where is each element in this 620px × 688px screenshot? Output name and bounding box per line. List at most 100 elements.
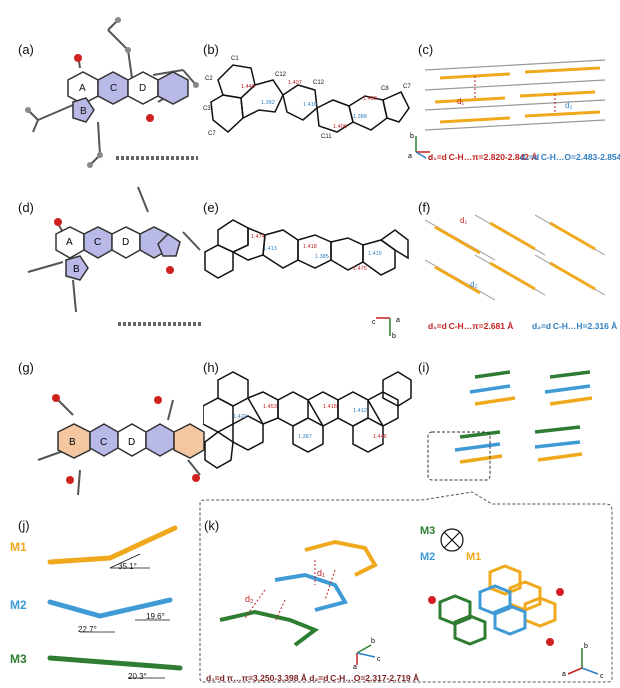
svg-text:1.475: 1.475 xyxy=(353,266,367,272)
svg-text:d₁: d₁ xyxy=(317,568,325,578)
svg-text:1.412: 1.412 xyxy=(353,408,367,414)
svg-text:d₁: d₁ xyxy=(460,216,467,225)
caption-f-d2: d₂=d C-H…H=2.316 Å xyxy=(532,321,618,331)
svg-text:C: C xyxy=(94,237,101,248)
interaction-d2-c: d₂ xyxy=(565,101,573,110)
svg-text:1.453: 1.453 xyxy=(263,404,277,410)
svg-text:b: b xyxy=(371,638,375,645)
svg-text:1.413: 1.413 xyxy=(263,246,277,252)
angle-m3: 20.3° xyxy=(128,672,147,681)
svg-text:1.420: 1.420 xyxy=(233,414,247,420)
svg-text:1.410: 1.410 xyxy=(303,102,317,108)
svg-text:1.418: 1.418 xyxy=(303,244,317,250)
panel-label-j: (j) xyxy=(18,518,30,533)
svg-text:b: b xyxy=(584,643,588,650)
svg-text:C7: C7 xyxy=(403,84,411,90)
bond-length-diagram-b: 1.440 1.407 1.400 1.430 1.392 1.410 1.388 C1C… xyxy=(203,56,411,140)
angle-m2-left: 22.7° xyxy=(78,625,97,634)
svg-text:1.474: 1.474 xyxy=(251,234,265,240)
molecule-structure-g: B C D xyxy=(37,394,205,496)
panel-label-c: (c) xyxy=(418,42,434,57)
svg-text:C12: C12 xyxy=(275,72,287,78)
svg-text:C: C xyxy=(100,437,107,448)
svg-text:D: D xyxy=(128,437,135,448)
svg-text:1.385: 1.385 xyxy=(315,254,329,260)
svg-text:B: B xyxy=(73,264,80,275)
svg-text:1.400: 1.400 xyxy=(333,124,347,130)
caption-f-d1: d₁=d C-H…π=2.681 Å xyxy=(428,321,514,331)
panel-label-a: (a) xyxy=(18,42,34,57)
svg-text:1.388: 1.388 xyxy=(353,114,367,120)
caption-c-d1: d₁=d C-H…π=2.820-2.842 Å xyxy=(428,152,538,162)
svg-text:1.418: 1.418 xyxy=(323,404,337,410)
svg-text:b: b xyxy=(392,333,396,340)
svg-text:1.387: 1.387 xyxy=(298,434,312,440)
panel-label-b: (b) xyxy=(203,42,219,57)
caption-c-d2: d₂=d C-H…O=2.483-2.854 Å xyxy=(520,152,620,162)
svg-text:C2: C2 xyxy=(205,76,213,82)
molecule-label-m2: M2 xyxy=(10,598,27,612)
angle-m2-right: 19.6° xyxy=(146,612,165,621)
ring-label-c: C xyxy=(110,83,117,94)
svg-text:M2: M2 xyxy=(420,551,435,563)
svg-text:a: a xyxy=(396,317,400,324)
svg-text:c: c xyxy=(377,656,381,663)
svg-text:1.446: 1.446 xyxy=(373,434,387,440)
svg-text:c: c xyxy=(600,673,604,680)
molecule-conformations-j xyxy=(47,525,183,679)
svg-text:1.440: 1.440 xyxy=(241,84,255,90)
svg-text:1.415: 1.415 xyxy=(368,251,382,257)
svg-text:C1: C1 xyxy=(231,56,239,62)
svg-text:C7: C7 xyxy=(208,131,216,137)
ring-label-a: A xyxy=(79,83,86,94)
svg-text:C11: C11 xyxy=(321,134,332,140)
svg-text:M3: M3 xyxy=(420,525,435,537)
panel-label-e: (e) xyxy=(203,200,219,215)
molecule-label-m3: M3 xyxy=(10,652,27,666)
molecule-label-m1: M1 xyxy=(10,540,27,554)
panel-label-d: (d) xyxy=(18,200,34,215)
svg-text:B: B xyxy=(69,437,76,448)
svg-text:1.430: 1.430 xyxy=(363,96,377,102)
axis-indicator-c: b a c xyxy=(408,133,432,160)
legend-m-symbol: M3 M2 M1 xyxy=(420,525,481,563)
inset-frame-k xyxy=(199,491,613,683)
svg-text:c: c xyxy=(372,319,376,326)
panel-label-h: (h) xyxy=(203,360,219,375)
svg-text:D: D xyxy=(122,237,129,248)
stacking-view-k-left: d₂ d₁ xyxy=(219,539,378,647)
svg-text:C8: C8 xyxy=(381,86,389,92)
svg-text:a: a xyxy=(353,664,357,669)
crystal-packing-c: d₁ d₂ xyxy=(424,59,606,131)
caption-k: d₁=d π…π=3.250-3.398 Å d₂=d C-H…O=2.317-… xyxy=(206,673,420,683)
svg-text:A: A xyxy=(66,237,73,248)
ring-b xyxy=(72,97,95,123)
svg-text:1.407: 1.407 xyxy=(288,80,302,86)
svg-text:b: b xyxy=(410,133,414,140)
interaction-d1-c: d₁ xyxy=(457,97,464,106)
svg-text:a: a xyxy=(408,153,412,160)
svg-text:C12: C12 xyxy=(313,80,325,86)
ring-label-d: D xyxy=(139,83,146,94)
axis-indicator-f: c b a xyxy=(372,317,400,340)
axis-indicator-k-right: b a c xyxy=(562,643,604,680)
panel-label-k: (k) xyxy=(204,518,220,533)
svg-text:1.392: 1.392 xyxy=(261,100,275,106)
molecule-structure-d: A B C D xyxy=(27,186,203,326)
axis-indicator-k-left: b a c xyxy=(353,638,381,669)
svg-text:d₂: d₂ xyxy=(470,280,478,289)
svg-text:M1: M1 xyxy=(466,551,481,563)
ring-label-b: B xyxy=(80,106,87,117)
panel-label-f: (f) xyxy=(418,200,431,215)
bond-length-diagram-e: 1.474 1.418 1.475 1.413 1.385 1.415 xyxy=(204,219,409,279)
svg-text:C3: C3 xyxy=(203,106,211,112)
svg-text:c: c xyxy=(428,155,432,160)
svg-text:d₂: d₂ xyxy=(245,594,254,604)
panel-label-i: (i) xyxy=(418,360,430,375)
bond-length-diagram-h: 1.453 1.418 1.446 1.420 1.387 1.412 xyxy=(203,371,412,469)
panel-label-g: (g) xyxy=(18,360,34,375)
crystal-packing-i xyxy=(427,370,593,481)
stacking-view-k-right xyxy=(428,564,564,646)
angle-m1: 35.1° xyxy=(118,562,137,571)
svg-text:a: a xyxy=(562,671,566,678)
